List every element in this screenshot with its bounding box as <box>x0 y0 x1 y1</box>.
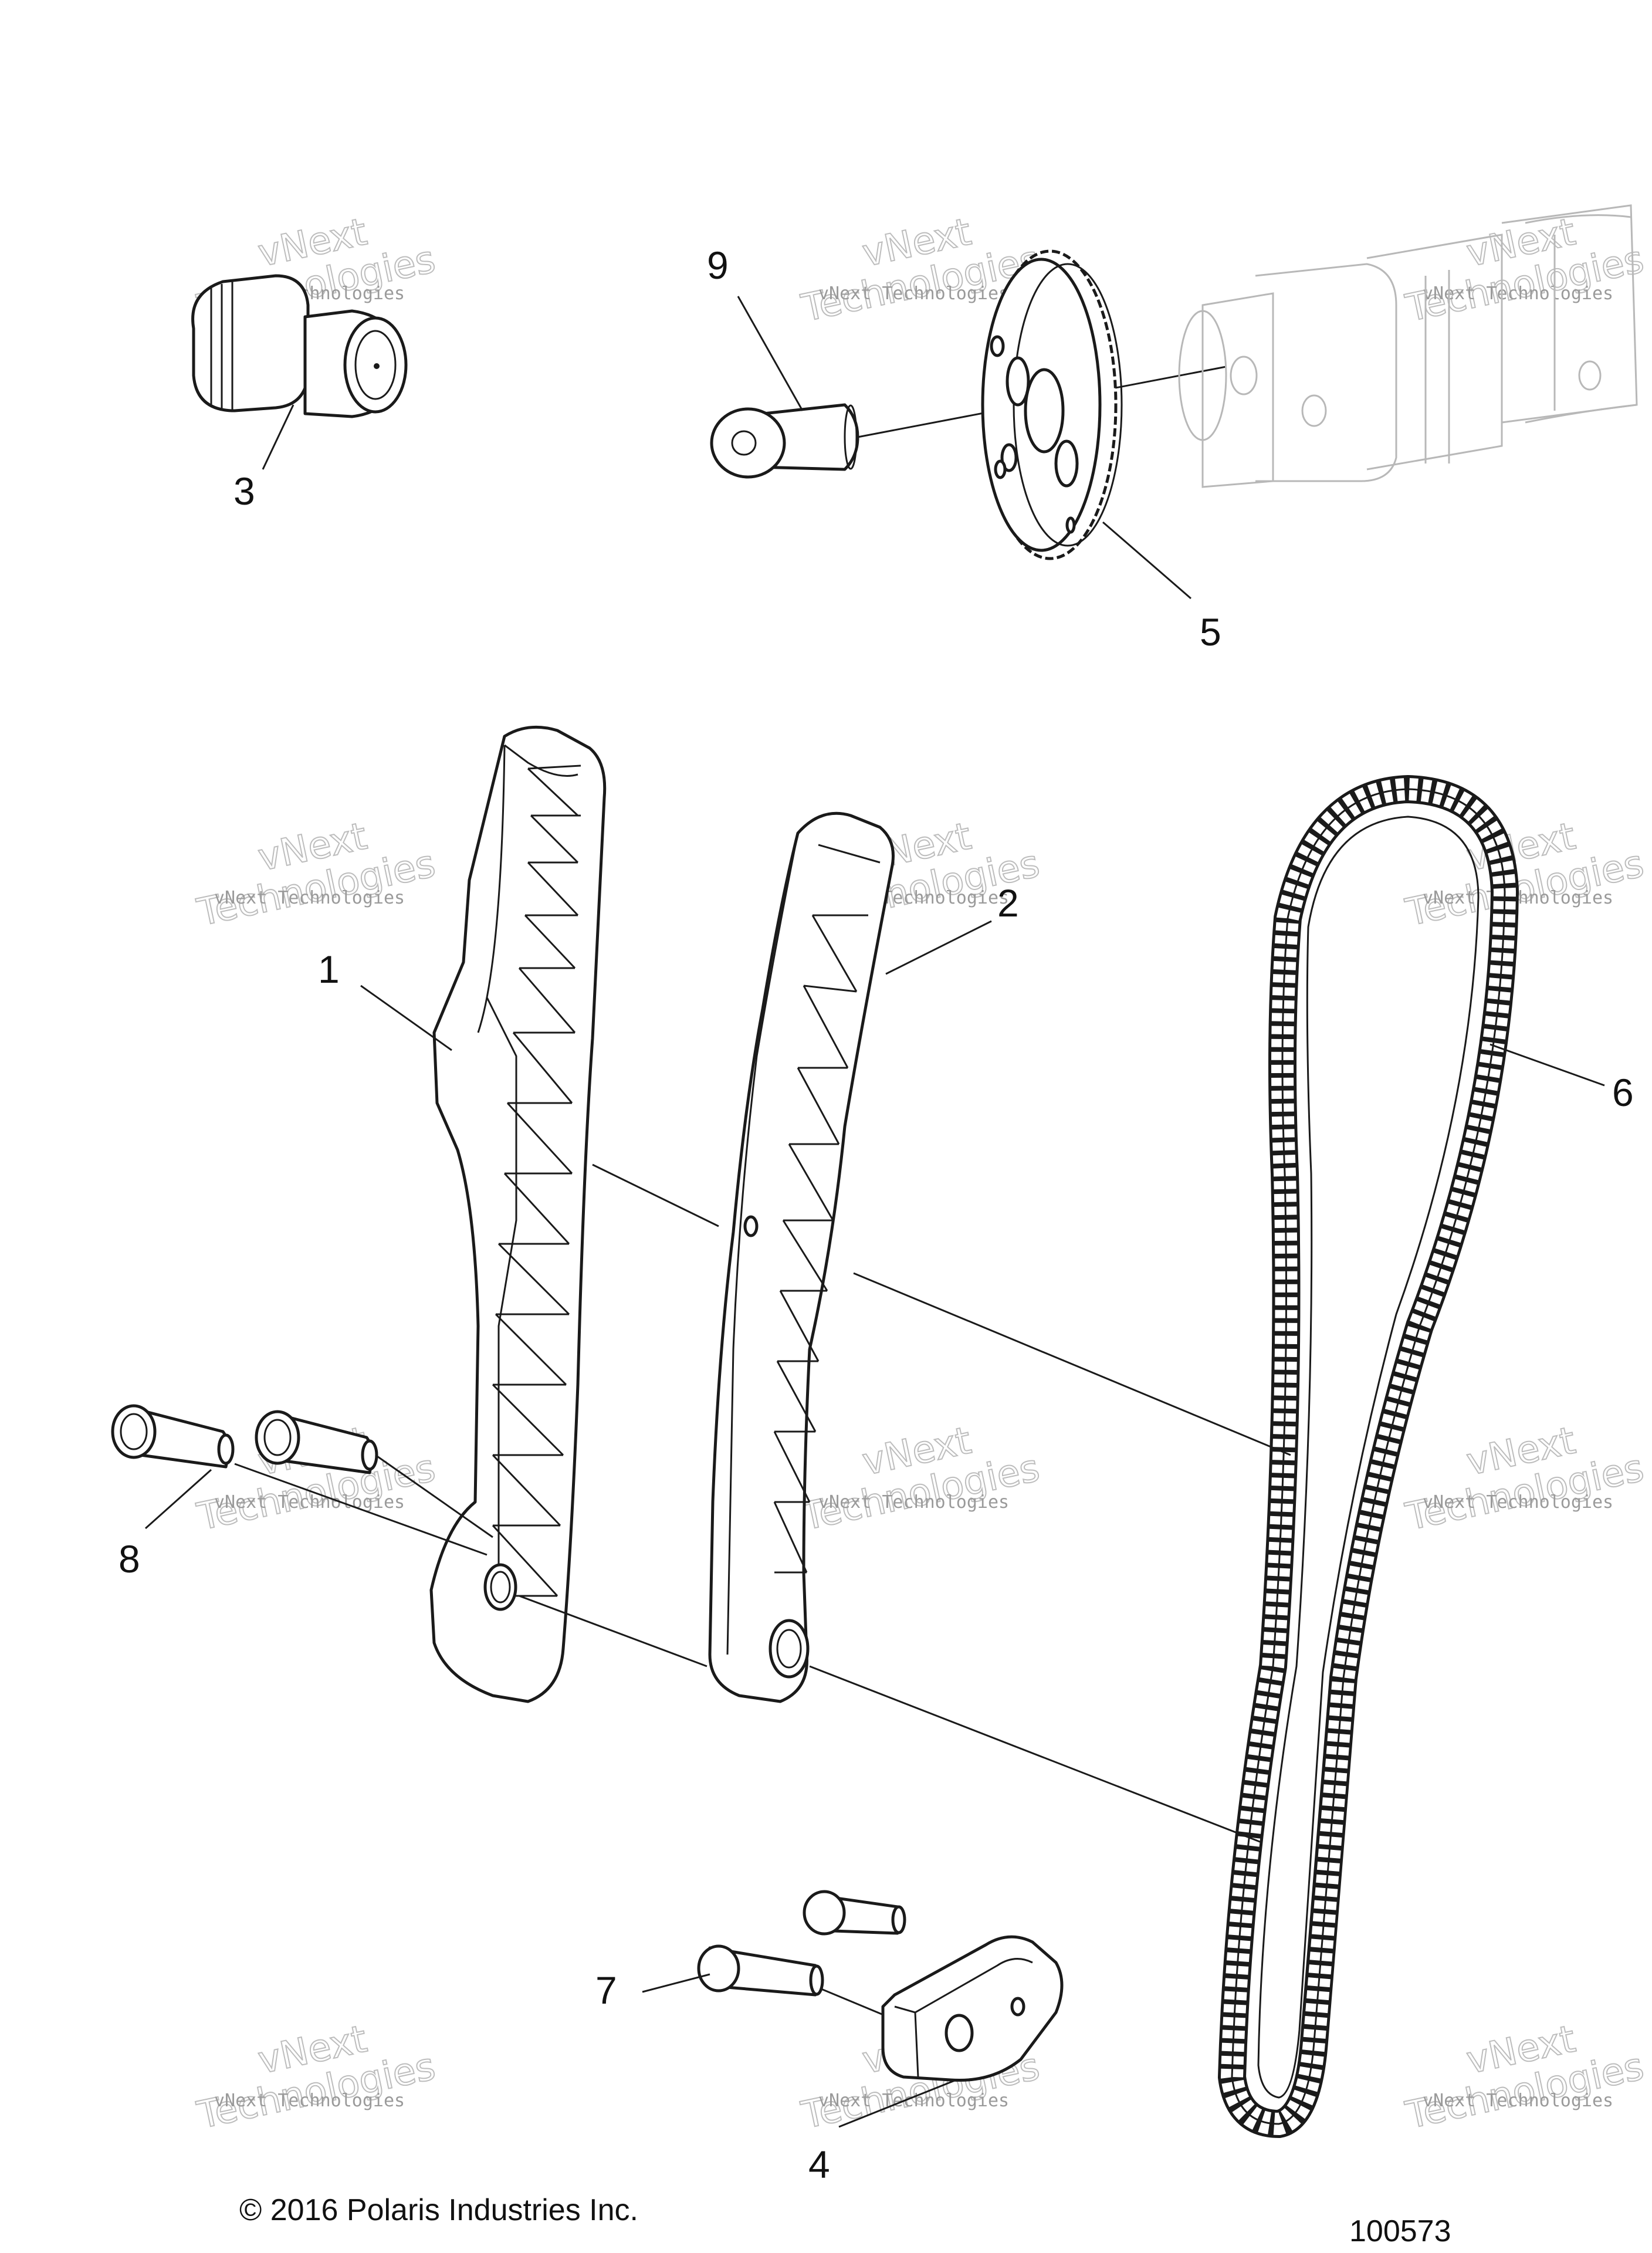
callout-1: 1 <box>318 948 340 991</box>
assembly-axis-2 <box>853 1272 1291 1456</box>
watermark-text: vNext Technologies <box>1423 283 1613 304</box>
assembly-axis-8c <box>519 1595 707 1667</box>
leader-3 <box>262 404 294 470</box>
watermark-text: vNext Technologies <box>1423 2090 1613 2111</box>
watermark-text: vNext Technologies <box>214 1492 405 1513</box>
part-4-guide-bracket <box>881 1935 1064 2082</box>
part-2-tensioner-guide <box>708 811 895 1703</box>
part-6-timing-chain <box>1217 774 1519 2139</box>
part-7-bolt <box>697 1944 824 1997</box>
callout-3: 3 <box>233 469 255 513</box>
leader-4 <box>838 2079 957 2128</box>
assembly-axis-8b <box>234 1463 488 1556</box>
assembly-axis-7 <box>821 1988 892 2019</box>
watermark: Technologies vNext vNext Technologies <box>1402 210 1648 331</box>
watermark-text: vNext Technologies <box>1423 1492 1613 1513</box>
callout-8: 8 <box>119 1537 140 1581</box>
callout-4: 4 <box>808 2143 830 2186</box>
watermark-text: vNext Technologies <box>818 283 1009 304</box>
figure-number: 100573 <box>1349 2214 1451 2248</box>
assembly-axis-8a <box>375 1454 493 1538</box>
watermark: Technologies vNext vNext Technologies <box>1402 2017 1648 2139</box>
leader-1 <box>360 985 452 1051</box>
assembly-axis-1 <box>592 1163 719 1227</box>
leader-9 <box>737 296 804 411</box>
watermark: Technologies vNext vNext Technologies <box>1402 814 1648 936</box>
watermark: Technologies vNext vNext Technologies <box>1402 1419 1648 1540</box>
part-7-bolt <box>803 1890 906 1936</box>
watermark-text: vNext Technologies <box>214 2090 405 2111</box>
leader-6 <box>1489 1043 1605 1087</box>
watermark-text: vNext Technologies <box>214 888 405 908</box>
callout-2: 2 <box>997 881 1019 925</box>
copyright-text: © 2016 Polaris Industries Inc. <box>239 2193 638 2227</box>
watermark: Technologies vNext vNext Technologies <box>193 2017 440 2139</box>
part-3-tensioner <box>191 274 408 418</box>
assembly-axis-8d <box>809 1665 1262 1843</box>
callout-6: 6 <box>1612 1071 1634 1114</box>
watermark: Technologies vNext vNext Technologies <box>797 1419 1044 1540</box>
watermark-group: Technologies vNext vNext Technologies Te… <box>193 210 1648 2139</box>
watermark-text: vNext Technologies <box>818 1492 1009 1513</box>
part-1-chain-guide <box>429 725 607 1703</box>
part-8-pivot-bolt <box>111 1404 235 1469</box>
leader-8 <box>145 1469 212 1530</box>
callout-9: 9 <box>707 243 729 287</box>
watermark: Technologies vNext vNext Technologies <box>193 814 440 936</box>
leader-7 <box>642 1973 710 1993</box>
callout-5: 5 <box>1200 610 1221 654</box>
watermark-text: vNext Technologies <box>818 2090 1009 2111</box>
part-9-bolt <box>710 403 859 479</box>
camshaft-ghost <box>1178 204 1638 488</box>
callout-7: 7 <box>595 1968 617 2012</box>
part-5-sprocket <box>981 249 1123 560</box>
leader-2 <box>885 920 992 975</box>
leader-5 <box>1102 521 1191 600</box>
part-8-pivot-bolt <box>255 1410 378 1474</box>
